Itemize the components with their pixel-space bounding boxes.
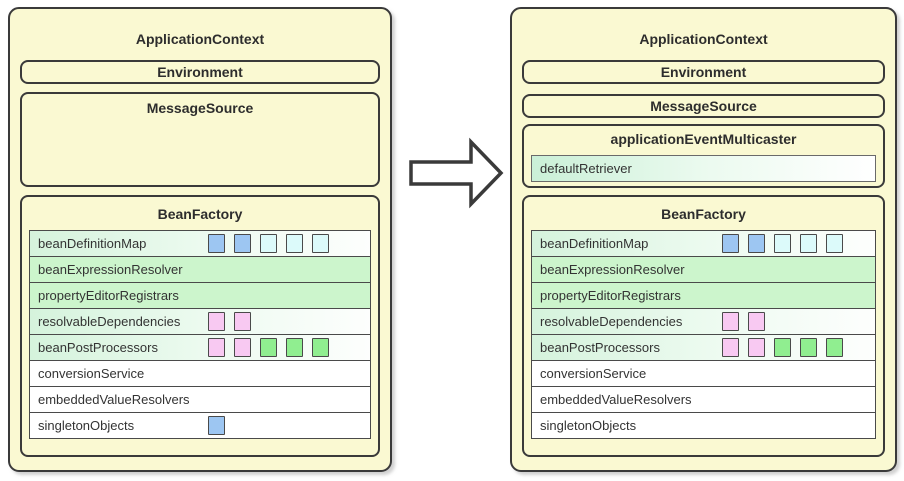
application-event-multicaster-box: applicationEventMulticaster defaultRetri… — [522, 124, 885, 188]
row-singleton-objects: singletonObjects — [29, 412, 371, 439]
row-property-editor-registrars: propertyEditorRegistrars — [29, 282, 371, 309]
row-embedded-value-resolvers: embeddedValueResolvers — [531, 386, 876, 413]
row-property-editor-registrars: propertyEditorRegistrars — [531, 282, 876, 309]
row-resolvable-dependencies: resolvableDependencies — [29, 308, 371, 335]
pink-square — [234, 338, 251, 357]
row-conversion-service: conversionService — [531, 360, 876, 387]
cyan-square — [774, 234, 791, 253]
blue-square — [234, 234, 251, 253]
green-square — [260, 338, 277, 357]
message-source-box: MessageSource — [522, 94, 885, 118]
pink-square — [208, 312, 225, 331]
environment-box: Environment — [522, 60, 885, 84]
row-label: propertyEditorRegistrars — [540, 288, 681, 303]
environment-label: Environment — [157, 64, 243, 80]
row-resolvable-dependencies: resolvableDependencies — [531, 308, 876, 335]
green-square — [286, 338, 303, 357]
row-label: beanExpressionResolver — [540, 262, 685, 277]
row-conversion-service: conversionService — [29, 360, 371, 387]
blue-square — [208, 234, 225, 253]
row-label: beanDefinitionMap — [540, 236, 649, 251]
environment-label: Environment — [660, 64, 747, 80]
green-square — [774, 338, 791, 357]
pink-square — [722, 338, 739, 357]
row-label: singletonObjects — [38, 418, 135, 433]
row-bean-post-processors: beanPostProcessors — [29, 334, 371, 361]
transform-arrow — [408, 137, 504, 209]
pink-square — [748, 338, 765, 357]
row-label: conversionService — [540, 366, 647, 381]
cyan-square — [312, 234, 329, 253]
row-label: beanPostProcessors — [38, 340, 158, 355]
row-bean-expression-resolver: beanExpressionResolver — [29, 256, 371, 283]
green-square — [826, 338, 843, 357]
pink-square — [234, 312, 251, 331]
row-label: beanPostProcessors — [540, 340, 660, 355]
pink-square — [748, 312, 765, 331]
environment-box: Environment — [20, 60, 380, 84]
bean-squares — [722, 312, 765, 331]
blue-square — [748, 234, 765, 253]
bean-factory-rows: beanDefinitionMap beanExpressionResolver… — [29, 230, 371, 439]
green-square — [312, 338, 329, 357]
cyan-square — [260, 234, 277, 253]
message-source-label: MessageSource — [146, 100, 254, 116]
row-bean-post-processors: beanPostProcessors — [531, 334, 876, 361]
row-label: propertyEditorRegistrars — [38, 288, 179, 303]
bean-factory-title: BeanFactory — [157, 206, 243, 222]
bean-squares — [208, 312, 251, 331]
row-label: singletonObjects — [540, 418, 637, 433]
bean-squares — [722, 338, 843, 357]
row-label: resolvableDependencies — [38, 314, 181, 329]
application-context-panel-after: ApplicationContext Environment MessageSo… — [510, 7, 897, 472]
message-source-box: MessageSource — [20, 92, 380, 187]
application-context-panel-before: ApplicationContext Environment MessageSo… — [8, 7, 392, 472]
row-label: conversionService — [38, 366, 145, 381]
cyan-square — [826, 234, 843, 253]
bean-squares — [208, 416, 225, 435]
message-source-label: MessageSource — [650, 98, 757, 114]
panel-title: ApplicationContext — [135, 31, 265, 47]
pink-square — [208, 338, 225, 357]
right-block-arrow-icon — [409, 137, 504, 209]
green-square — [800, 338, 817, 357]
pink-square — [722, 312, 739, 331]
row-bean-definition-map: beanDefinitionMap — [29, 230, 371, 257]
row-bean-expression-resolver: beanExpressionResolver — [531, 256, 876, 283]
event-multicaster-title: applicationEventMulticaster — [610, 131, 797, 147]
row-singleton-objects: singletonObjects — [531, 412, 876, 439]
row-bean-definition-map: beanDefinitionMap — [531, 230, 876, 257]
cyan-square — [800, 234, 817, 253]
bean-squares — [208, 234, 329, 253]
panel-title: ApplicationContext — [639, 31, 768, 47]
bean-factory-box: BeanFactory beanDefinitionMap beanExpres… — [20, 195, 380, 457]
bean-squares — [208, 338, 329, 357]
bean-factory-rows: beanDefinitionMap beanExpressionResolver… — [531, 230, 876, 439]
bean-factory-title: BeanFactory — [661, 206, 746, 222]
row-default-retriever: defaultRetriever — [531, 155, 876, 182]
blue-square — [208, 416, 225, 435]
row-label: resolvableDependencies — [540, 314, 683, 329]
bean-factory-box: BeanFactory beanDefinitionMap beanExpres… — [522, 195, 885, 457]
row-label: beanExpressionResolver — [38, 262, 183, 277]
row-label: embeddedValueResolvers — [38, 392, 190, 407]
row-label: beanDefinitionMap — [38, 236, 147, 251]
cyan-square — [286, 234, 303, 253]
blue-square — [722, 234, 739, 253]
row-label: embeddedValueResolvers — [540, 392, 692, 407]
bean-squares — [722, 234, 843, 253]
row-embedded-value-resolvers: embeddedValueResolvers — [29, 386, 371, 413]
row-label: defaultRetriever — [540, 161, 632, 176]
